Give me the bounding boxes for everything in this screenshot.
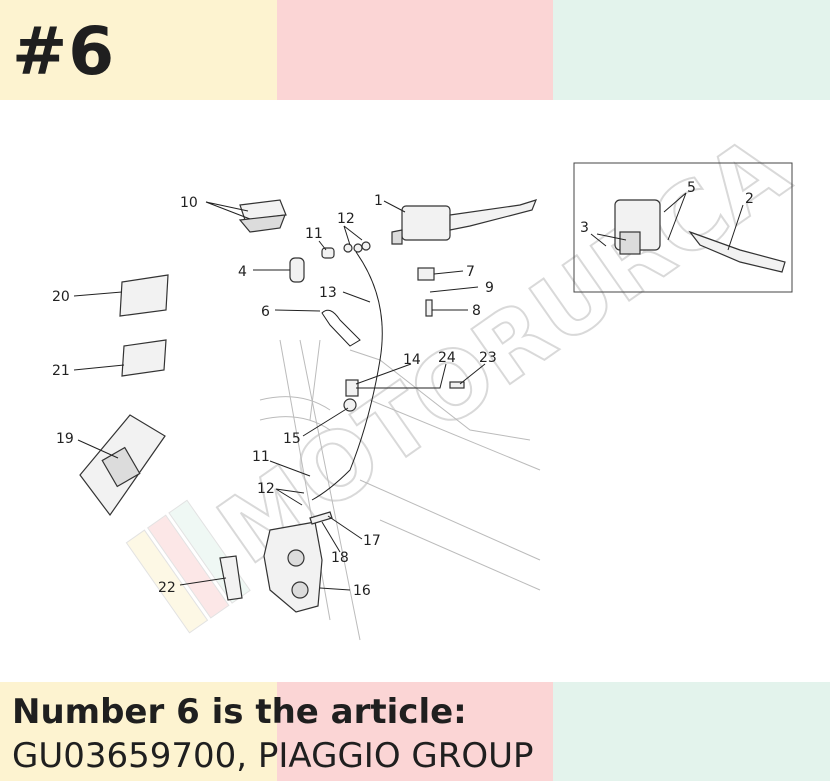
label-13: 13 bbox=[319, 285, 337, 301]
label-15: 15 bbox=[283, 431, 301, 447]
band-pink-bottom bbox=[276, 682, 554, 781]
part-23-bolt bbox=[449, 381, 465, 389]
label-4: 4 bbox=[238, 264, 247, 280]
band-mint-bottom bbox=[553, 682, 830, 781]
top-color-band bbox=[0, 0, 830, 100]
band-mint bbox=[553, 0, 830, 100]
label-1: 1 bbox=[374, 193, 383, 209]
part-19-pads-box bbox=[79, 414, 166, 517]
label-2: 2 bbox=[745, 191, 754, 207]
part-12-washers-top bbox=[343, 241, 371, 253]
part-2-lever-inset bbox=[688, 230, 786, 273]
label-5: 5 bbox=[687, 180, 696, 196]
label-22: 22 bbox=[158, 580, 176, 596]
label-3: 3 bbox=[580, 220, 589, 236]
parts-diagram: MOTORURCA bbox=[52, 115, 808, 641]
part-inset-cylinder bbox=[614, 199, 661, 255]
label-23: 23 bbox=[479, 350, 497, 366]
label-24: 24 bbox=[438, 350, 456, 366]
part-20-kit bbox=[119, 274, 169, 317]
part-22-spring bbox=[219, 555, 243, 601]
label-11-top: 11 bbox=[305, 226, 323, 242]
label-12-top: 12 bbox=[337, 211, 355, 227]
part-7-switch bbox=[417, 267, 435, 281]
label-17: 17 bbox=[363, 533, 381, 549]
part-6-clip bbox=[321, 309, 361, 347]
leader-lines bbox=[73, 192, 744, 591]
label-8: 8 bbox=[472, 303, 481, 319]
part-8-bolt bbox=[425, 299, 433, 317]
frame-lines bbox=[259, 339, 541, 641]
part-13-brake-hose bbox=[311, 251, 383, 501]
page-title: #6 bbox=[12, 13, 116, 90]
label-6: 6 bbox=[261, 304, 270, 320]
label-18: 18 bbox=[331, 550, 349, 566]
label-11-bottom: 11 bbox=[252, 449, 270, 465]
label-12-bottom: 12 bbox=[257, 481, 275, 497]
band-yellow-bottom bbox=[0, 682, 277, 781]
watermark: MOTORURCA bbox=[125, 115, 808, 634]
inset-box bbox=[573, 162, 793, 293]
part-15-guide bbox=[343, 398, 357, 412]
label-21: 21 bbox=[52, 363, 70, 379]
label-7: 7 bbox=[466, 264, 475, 280]
band-yellow bbox=[0, 0, 277, 100]
part-11-bolt-top bbox=[321, 247, 335, 259]
part-21-kit bbox=[121, 339, 167, 377]
part-16-caliper bbox=[263, 521, 323, 613]
label-10: 10 bbox=[180, 195, 198, 211]
label-19: 19 bbox=[56, 431, 74, 447]
caption-line-1: Number 6 is the article: bbox=[12, 692, 467, 732]
label-14: 14 bbox=[403, 352, 421, 368]
label-9: 9 bbox=[485, 280, 494, 296]
caption-line-2: GU03659700, PIAGGIO GROUP bbox=[12, 736, 534, 776]
part-10-cover bbox=[238, 199, 287, 233]
label-16: 16 bbox=[353, 583, 371, 599]
band-pink bbox=[276, 0, 554, 100]
bottom-color-band bbox=[0, 682, 830, 781]
part-labels: 1 2 3 4 5 6 7 8 9 10 11 11 12 12 13 14 1… bbox=[52, 180, 754, 599]
label-20: 20 bbox=[52, 289, 70, 305]
watermark-text: MOTORURCA bbox=[200, 116, 807, 586]
part-1-master-cylinder bbox=[391, 199, 538, 245]
caption: Number 6 is the article: GU03659700, PIA… bbox=[12, 690, 534, 778]
part-4-cap bbox=[289, 257, 305, 283]
part-17-bolt bbox=[309, 511, 333, 525]
